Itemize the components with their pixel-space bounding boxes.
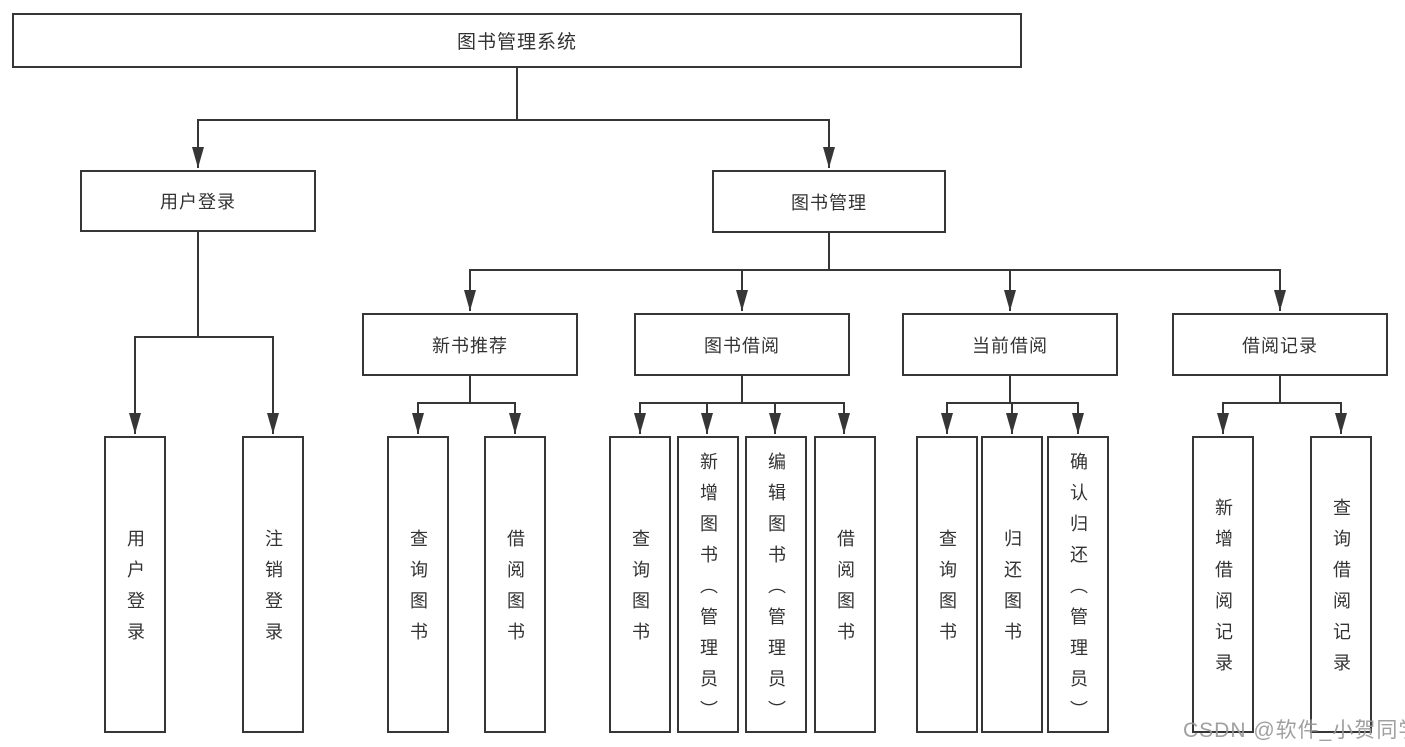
leaf-logout-label: 注销登录: [263, 529, 283, 653]
leaf-borrow-books-label: 借阅图书: [835, 529, 855, 653]
leaf-edit-book-admin: 编辑图书（管理员）: [745, 436, 807, 733]
leaf-add-book-admin: 新增图书（管理员）: [677, 436, 739, 733]
leaf-borrow-books: 借阅图书: [814, 436, 876, 733]
leaf-add-borrow-record-label: 新增借阅记录: [1213, 498, 1233, 684]
leaf-return-books: 归还图书: [981, 436, 1043, 733]
leaf-query-books-current: 查询图书: [916, 436, 978, 733]
node-borrowing-records: 借阅记录: [1172, 313, 1388, 376]
leaf-borrow-books-recommend-label: 借阅图书: [505, 529, 525, 653]
node-user-login-branch: 用户登录: [80, 170, 316, 232]
leaf-logout: 注销登录: [242, 436, 304, 733]
leaf-query-books-recommend-label: 查询图书: [408, 529, 428, 653]
leaf-query-borrow-record-label: 查询借阅记录: [1331, 498, 1351, 684]
leaf-query-books-borrowing-label: 查询图书: [630, 529, 650, 653]
leaf-query-books-recommend: 查询图书: [387, 436, 449, 733]
leaf-add-book-admin-label: 新增图书（管理员）: [698, 451, 718, 731]
leaf-user-login: 用户登录: [104, 436, 166, 733]
node-book-borrowing: 图书借阅: [634, 313, 850, 376]
csdn-watermark: CSDN @软件_小贺同学: [1183, 719, 1405, 742]
leaf-borrow-books-recommend: 借阅图书: [484, 436, 546, 733]
leaf-confirm-return-admin: 确认归还（管理员）: [1047, 436, 1109, 733]
node-current-borrowing: 当前借阅: [902, 313, 1118, 376]
leaf-confirm-return-admin-label: 确认归还（管理员）: [1068, 451, 1088, 731]
leaf-query-borrow-record: 查询借阅记录: [1310, 436, 1372, 733]
leaf-add-borrow-record: 新增借阅记录: [1192, 436, 1254, 733]
node-new-book-recommend: 新书推荐: [362, 313, 578, 376]
leaf-user-login-label: 用户登录: [125, 529, 145, 653]
leaf-query-books-borrowing: 查询图书: [609, 436, 671, 733]
leaf-return-books-label: 归还图书: [1002, 529, 1022, 653]
node-book-management: 图书管理: [712, 170, 946, 233]
node-library-system: 图书管理系统: [12, 13, 1022, 68]
leaf-edit-book-admin-label: 编辑图书（管理员）: [766, 451, 786, 731]
leaf-query-books-current-label: 查询图书: [937, 529, 957, 653]
